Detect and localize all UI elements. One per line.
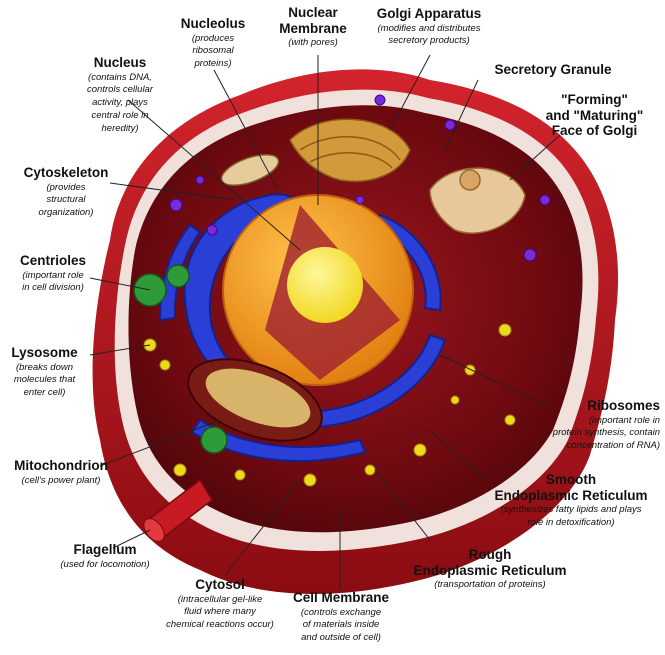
secretory-granule-shape bbox=[169, 94, 551, 262]
label-cell-membrane: Cell Membrane (controls exchange of mate… bbox=[286, 590, 396, 644]
flagellum-shape bbox=[143, 478, 213, 542]
label-cytosol: Cytosol (intracellular gel-like fluid wh… bbox=[160, 577, 280, 631]
nucleus-desc-5: heredity) bbox=[101, 123, 139, 135]
forming-golgi-shape bbox=[429, 167, 526, 234]
label-cytoskeleton: Cytoskeleton (provides structural organi… bbox=[16, 165, 116, 219]
cytoskeleton-desc-2: structural bbox=[46, 194, 86, 206]
label-nucleus: Nucleus (contains DNA, controls cellular… bbox=[75, 55, 165, 135]
lysosome-desc-3: enter cell) bbox=[23, 387, 66, 399]
centrioles-title: Centrioles bbox=[19, 253, 87, 268]
nucleus-desc-3: activity, plays bbox=[92, 97, 148, 109]
golgi-shape bbox=[289, 118, 411, 182]
cell-membrane-desc-3: and outside of cell) bbox=[301, 632, 381, 644]
flagellum-title: Flagellum bbox=[73, 542, 137, 557]
forming-golgi-title-3: Face of Golgi bbox=[551, 123, 638, 139]
golgi-apparatus-desc-1: (modifies and distributes bbox=[377, 22, 481, 34]
centrioles-desc-1: (important role bbox=[22, 269, 84, 281]
label-centrioles: Centrioles (important role in cell divis… bbox=[8, 253, 98, 294]
label-smooth-er: Smooth Endoplasmic Reticulum (synthesize… bbox=[482, 472, 660, 529]
label-rough-er: Rough Endoplasmic Reticulum (transportat… bbox=[400, 547, 580, 591]
golgi-apparatus-desc-2: secretory products) bbox=[388, 35, 470, 47]
label-golgi-apparatus: Golgi Apparatus (modifies and distribute… bbox=[364, 6, 494, 47]
cytoskeleton-desc-3: organization) bbox=[38, 207, 94, 219]
nucleus-desc-2: controls cellular bbox=[87, 84, 153, 96]
rough-er-title-1: Rough bbox=[468, 547, 512, 562]
cytosol-desc-1: (intracellular gel-like bbox=[177, 593, 263, 605]
cytosol-title: Cytosol bbox=[195, 577, 245, 592]
forming-golgi-title-1: "Forming" bbox=[561, 92, 628, 107]
nuclear-membrane-title-2: Membrane bbox=[279, 20, 347, 36]
nucleus-desc-4: central role in bbox=[91, 110, 149, 122]
cytosol-desc-2: fluid where many bbox=[184, 606, 256, 618]
nucleus-title: Nucleus bbox=[93, 55, 147, 70]
nucleolus-desc-3: proteins) bbox=[194, 58, 232, 70]
cell-membrane-desc-1: (controls exchange bbox=[300, 606, 382, 618]
lysosome-title: Lysosome bbox=[11, 345, 78, 360]
label-nuclear-membrane: Nuclear Membrane (with pores) bbox=[268, 5, 358, 49]
lysosome-desc-1: (breaks down bbox=[15, 361, 74, 373]
label-mitochondrion: Mitochondrion (cell's power plant) bbox=[6, 458, 116, 486]
leader-lines bbox=[89, 54, 561, 590]
forming-golgi-title-2: and "Maturing" bbox=[545, 107, 644, 123]
label-ribosomes: Ribosomes (important role in protein syn… bbox=[500, 398, 660, 452]
label-secretory-granule: Secretory Granule bbox=[478, 62, 628, 78]
label-nucleolus: Nucleolus (produces ribosomal proteins) bbox=[178, 16, 248, 70]
lysosome-desc-2: molecules that bbox=[13, 374, 76, 386]
mitochondrion-title: Mitochondrion bbox=[14, 458, 108, 473]
nucleolus-shape bbox=[287, 247, 363, 323]
smooth-er-title-1: Smooth bbox=[545, 472, 597, 487]
smooth-er-desc-1: (synthesizes fatty lipids and plays bbox=[500, 504, 642, 516]
label-flagellum: Flagellum (used for locomotion) bbox=[50, 542, 160, 570]
smooth-er-title-2: Endoplasmic Reticulum bbox=[494, 487, 648, 503]
label-forming-golgi: "Forming" and "Maturing" Face of Golgi bbox=[532, 92, 657, 139]
cytosol-desc-3: chemical reactions occur) bbox=[166, 619, 274, 631]
rough-er-desc-1: (transportation of proteins) bbox=[434, 579, 546, 591]
mitochondrion-shape bbox=[187, 154, 323, 442]
ribosomes-desc-3: concentration of RNA) bbox=[566, 440, 660, 452]
cell-membrane-title: Cell Membrane bbox=[292, 590, 390, 605]
nuclear-membrane-desc-1: (with pores) bbox=[288, 37, 338, 49]
nucleolus-desc-1: (produces bbox=[191, 32, 235, 44]
rough-er-title-2: Endoplasmic Reticulum bbox=[413, 562, 567, 578]
lysosome-shape bbox=[143, 323, 516, 487]
label-lysosome: Lysosome (breaks down molecules that ent… bbox=[2, 345, 87, 399]
golgi-apparatus-title: Golgi Apparatus bbox=[376, 6, 482, 21]
cytoskeleton-desc-1: (provides bbox=[46, 181, 86, 193]
nuclear-membrane-title-1: Nuclear bbox=[288, 5, 338, 20]
ribosomes-desc-1: (important role in bbox=[588, 414, 660, 426]
cell-membrane-desc-2: of materials inside bbox=[302, 619, 380, 631]
centrioles-desc-2: in cell division) bbox=[22, 282, 84, 294]
smooth-er-desc-2: role in detoxification) bbox=[527, 516, 615, 528]
cytoskeleton-title: Cytoskeleton bbox=[23, 165, 109, 180]
mitochondrion-desc-1: (cell's power plant) bbox=[21, 474, 101, 486]
nucleolus-desc-2: ribosomal bbox=[192, 45, 234, 57]
ribosomes-title: Ribosomes bbox=[587, 398, 660, 413]
flagellum-desc-1: (used for locomotion) bbox=[60, 558, 150, 570]
secretory-granule-title: Secretory Granule bbox=[494, 62, 612, 77]
nucleus-desc-1: (contains DNA, bbox=[88, 71, 152, 83]
nucleolus-title: Nucleolus bbox=[180, 16, 246, 31]
ribosomes-desc-2: protein synthesis, contain bbox=[552, 427, 660, 439]
